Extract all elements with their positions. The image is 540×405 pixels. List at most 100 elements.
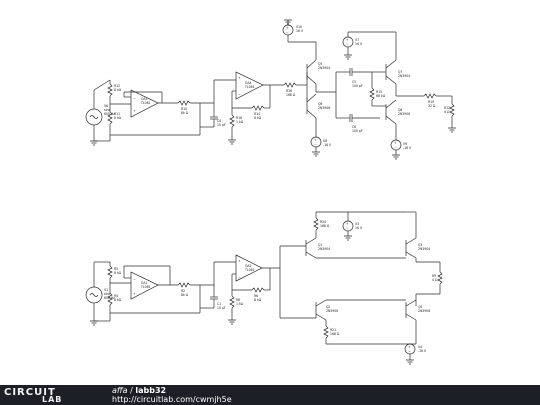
v7-value: 16 V — [355, 42, 363, 46]
capacitor-c6[interactable]: C6 100 pF — [349, 114, 380, 133]
q5-part: 2N3904 — [318, 66, 330, 70]
resistor-r12-load[interactable]: R12 4 Ω — [444, 96, 456, 133]
r8-value: 1 kΩ — [236, 302, 244, 306]
v1-name: V1 — [104, 288, 108, 292]
svg-text:−: − — [133, 96, 136, 100]
oa1-top-name: OA1 — [141, 97, 147, 101]
transistor-q1[interactable]: Q1 2N3904 — [305, 237, 330, 259]
resistor-r11[interactable]: R11 8 kΩ — [107, 100, 122, 141]
source-v7[interactable]: + − V7 16 V — [342, 31, 396, 60]
r19-name: R19 — [428, 100, 434, 104]
oa1-bottom-part: TL081 — [140, 285, 151, 289]
v6-value: 600 Hz — [104, 112, 115, 116]
v10-value: 16 V — [296, 29, 304, 33]
r21-name: R21 — [330, 328, 336, 332]
r15-name: R15 — [376, 90, 382, 94]
project-name[interactable]: labb32 — [135, 386, 167, 395]
q3-name: Q3 — [418, 243, 422, 247]
source-v3[interactable]: + − V3 16 V — [342, 212, 363, 241]
r16-value: 168 Ω — [286, 93, 296, 97]
opamp-oa4[interactable]: + − OA4 TL081 — [231, 71, 264, 108]
r12-value: 8 kΩ — [114, 88, 122, 92]
v4-name: V4 — [418, 345, 422, 349]
svg-text:+: + — [238, 259, 241, 263]
resistor-r12[interactable]: R12 8 kΩ — [107, 80, 122, 100]
circuitlab-logo[interactable]: CIRCUIT LAB — [4, 387, 94, 404]
q6-name: Q6 — [318, 102, 322, 106]
v10-name: V10 — [296, 25, 302, 29]
c1-value: 10 µF — [217, 306, 226, 310]
author-link[interactable]: affa — [112, 386, 128, 395]
svg-text:−: − — [314, 142, 317, 146]
r14-name: R14 — [254, 112, 260, 116]
svg-text:−: − — [408, 349, 411, 353]
q5-name: Q5 — [318, 62, 322, 66]
source-v8[interactable]: + − V8 -16 V — [310, 136, 332, 157]
r18-value: 1 kΩ — [236, 120, 244, 124]
svg-text:−: − — [133, 277, 136, 281]
c6-name: C6 — [352, 125, 356, 129]
v4-value: -16 V — [418, 349, 427, 353]
r11-value: 8 kΩ — [114, 116, 122, 120]
resistor-r18[interactable]: R18 1 kΩ — [228, 114, 244, 145]
oa4-name: OA4 — [245, 81, 251, 85]
source-v1[interactable]: V1 sine 600 Hz — [85, 272, 115, 321]
transistor-q7[interactable]: Q7 2N3904 — [385, 32, 410, 85]
svg-text:+: + — [346, 222, 349, 226]
resistor-r20[interactable]: R20 168 Ω — [313, 212, 330, 238]
source-v6[interactable]: V6 sine 600 Hz — [85, 90, 115, 141]
title-separator: / — [127, 386, 136, 395]
opamp-oa1[interactable]: − + OA1 TL081 — [123, 89, 163, 118]
svg-text:+: + — [394, 141, 397, 145]
transistor-q4[interactable]: Q4 2N3906 — [405, 299, 430, 321]
r12b-value: 4 Ω — [444, 110, 450, 114]
svg-text:+: + — [408, 345, 411, 349]
capacitor-c1[interactable]: C1 10 µF — [210, 285, 226, 310]
resistor-r2[interactable]: R2 8k Ω — [177, 282, 191, 297]
transistor-q5[interactable]: Q5 2N3904 — [306, 42, 330, 85]
resistor-r16[interactable]: R16 168 Ω — [283, 82, 297, 97]
transistor-q2[interactable]: Q2 2N3906 — [315, 299, 338, 321]
resistor-r21[interactable]: R21 168 Ω — [323, 320, 340, 344]
v7-name: V7 — [355, 38, 359, 42]
opamp-oa1-bottom[interactable]: − + OA1 TL081 — [123, 265, 171, 300]
r2-value: 8k Ω — [181, 293, 189, 297]
resistor-r6[interactable]: R6 8 kΩ — [251, 287, 265, 302]
resistor-r8[interactable]: R8 1 kΩ — [228, 290, 244, 325]
footer-bar: CIRCUIT LAB affa / labb32 http://circuit… — [0, 385, 540, 405]
resistor-r15[interactable]: R15 68 kΩ — [369, 72, 386, 107]
c5-value: 100 pF — [352, 84, 363, 88]
svg-text:−: − — [238, 92, 241, 96]
v6-name: V6 — [104, 104, 108, 108]
transistor-q8[interactable]: Q8 2N3906 — [385, 99, 410, 125]
svg-text:+: + — [286, 26, 289, 30]
project-url[interactable]: http://circuitlab.com/cwmjh5e — [112, 395, 232, 404]
capacitor-c5[interactable]: C5 100 pF — [349, 68, 372, 88]
c4-value: 10 µF — [217, 123, 226, 127]
c6-value: 100 pF — [352, 129, 363, 133]
oa2-part: TL081 — [244, 268, 255, 272]
oa2-name: OA2 — [245, 264, 251, 268]
r16-name: R16 — [286, 89, 292, 93]
resistor-r9[interactable]: R9 4 Ω — [432, 262, 443, 294]
svg-text:−: − — [286, 30, 289, 34]
transistor-q6[interactable]: Q6 2N3906 — [306, 93, 330, 119]
r8-name: R8 — [236, 298, 240, 302]
resistor-r14[interactable]: R14 8 kΩ — [251, 105, 265, 120]
opamp-oa2[interactable]: + − OA2 TL081 — [231, 254, 263, 290]
source-v10[interactable]: + − V10 16 V — [282, 19, 316, 43]
source-v4[interactable]: + − V4 -16 V — [404, 343, 427, 365]
source-v9[interactable]: + − V9 -16 V — [390, 139, 412, 160]
transistor-q3[interactable]: Q3 2N3904 — [405, 211, 430, 259]
v9-name: V9 — [403, 142, 407, 146]
resistor-r5[interactable]: R5 8 kΩ — [107, 262, 122, 283]
project-title: affa / labb32 — [112, 386, 232, 395]
capacitor-c4[interactable]: C4 10 µF — [210, 103, 226, 127]
resistor-r10[interactable]: R10 8k Ω — [177, 100, 191, 115]
resistor-r4[interactable]: R4 8 kΩ — [107, 283, 122, 321]
q6-part: 2N3906 — [318, 106, 330, 110]
resistor-r19[interactable]: R19 32 Ω — [423, 93, 437, 108]
r14-value: 8 kΩ — [254, 116, 262, 120]
r9-name: R9 — [432, 274, 436, 278]
q7-part: 2N3904 — [398, 74, 410, 78]
